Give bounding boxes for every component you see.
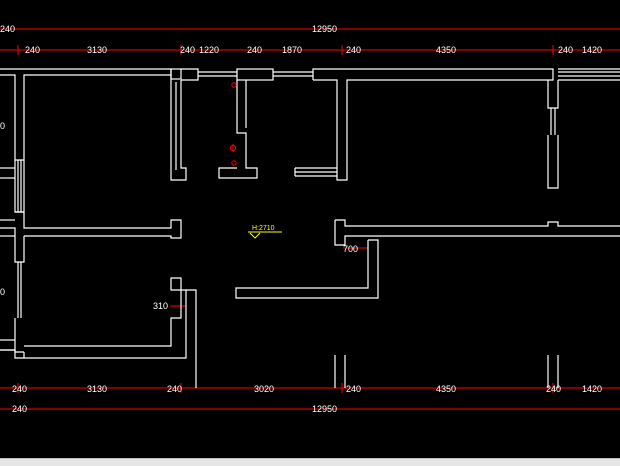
top-seg-9: 1420 [582, 45, 602, 55]
bottom-seg-7: 1420 [582, 384, 602, 394]
top-overall-left-cut: 240 [0, 24, 15, 34]
left-room-east-wall [170, 75, 187, 181]
status-bar [0, 458, 620, 466]
left-wall-lower [14, 318, 24, 353]
top-seg-1: 3130 [87, 45, 107, 55]
top-seg-2: 240 [180, 45, 195, 55]
bottom-seg-4: 240 [346, 384, 361, 394]
top-seg-4: 240 [247, 45, 262, 55]
core-wall [218, 80, 258, 179]
left-wall-mid [0, 227, 25, 263]
side-left-cut-1: 0 [0, 287, 5, 297]
top-seg-5: 1870 [282, 45, 302, 55]
fixture-marks [229, 82, 237, 166]
side-left-cut-0: 0 [0, 121, 5, 131]
top-wall-column-1 [170, 68, 182, 80]
top-wall-seg-3 [236, 68, 274, 81]
top-seg-3: 1220 [199, 45, 219, 55]
offset-700-label: 700 [343, 244, 358, 254]
top-seg-6: 240 [346, 45, 361, 55]
top-wall-seg-2 [181, 68, 199, 81]
bottom-seg-3: 3020 [254, 384, 274, 394]
dimension-text: 240 12950 240 3130 240 1220 240 1870 240… [0, 24, 602, 414]
bottom-overall-left: 240 [12, 404, 27, 414]
right-mid-wall-bottom [334, 220, 620, 246]
top-seg-8: 240 [558, 45, 573, 55]
top-seg-7: 4350 [436, 45, 456, 55]
fixture-mark-3 [231, 160, 237, 166]
lower-left-wall [23, 277, 187, 359]
bottom-seg-0: 240 [12, 384, 27, 394]
bottom-seg-2: 240 [167, 384, 182, 394]
right-mid-wall-top [335, 219, 620, 227]
bottom-seg-6: 240 [546, 384, 561, 394]
left-partition [15, 211, 182, 239]
left-wall-upper [14, 160, 25, 213]
top-wall-left [0, 68, 172, 161]
elevation-label: H:2710 [252, 225, 275, 232]
fixture-mark-1 [231, 82, 237, 88]
bottom-seg-5: 4350 [436, 384, 456, 394]
bottom-overall-total: 12950 [312, 404, 337, 414]
bottom-seg-1: 3130 [87, 384, 107, 394]
top-seg-0: 240 [25, 45, 40, 55]
corridor-wall [235, 239, 379, 299]
walls [0, 68, 620, 388]
top-overall-total: 12950 [312, 24, 337, 34]
top-wall-right [312, 68, 554, 181]
elevation-mark: H:2710 [248, 225, 282, 239]
offset-310-label: 310 [153, 301, 168, 311]
dimension-lines [0, 28, 620, 410]
